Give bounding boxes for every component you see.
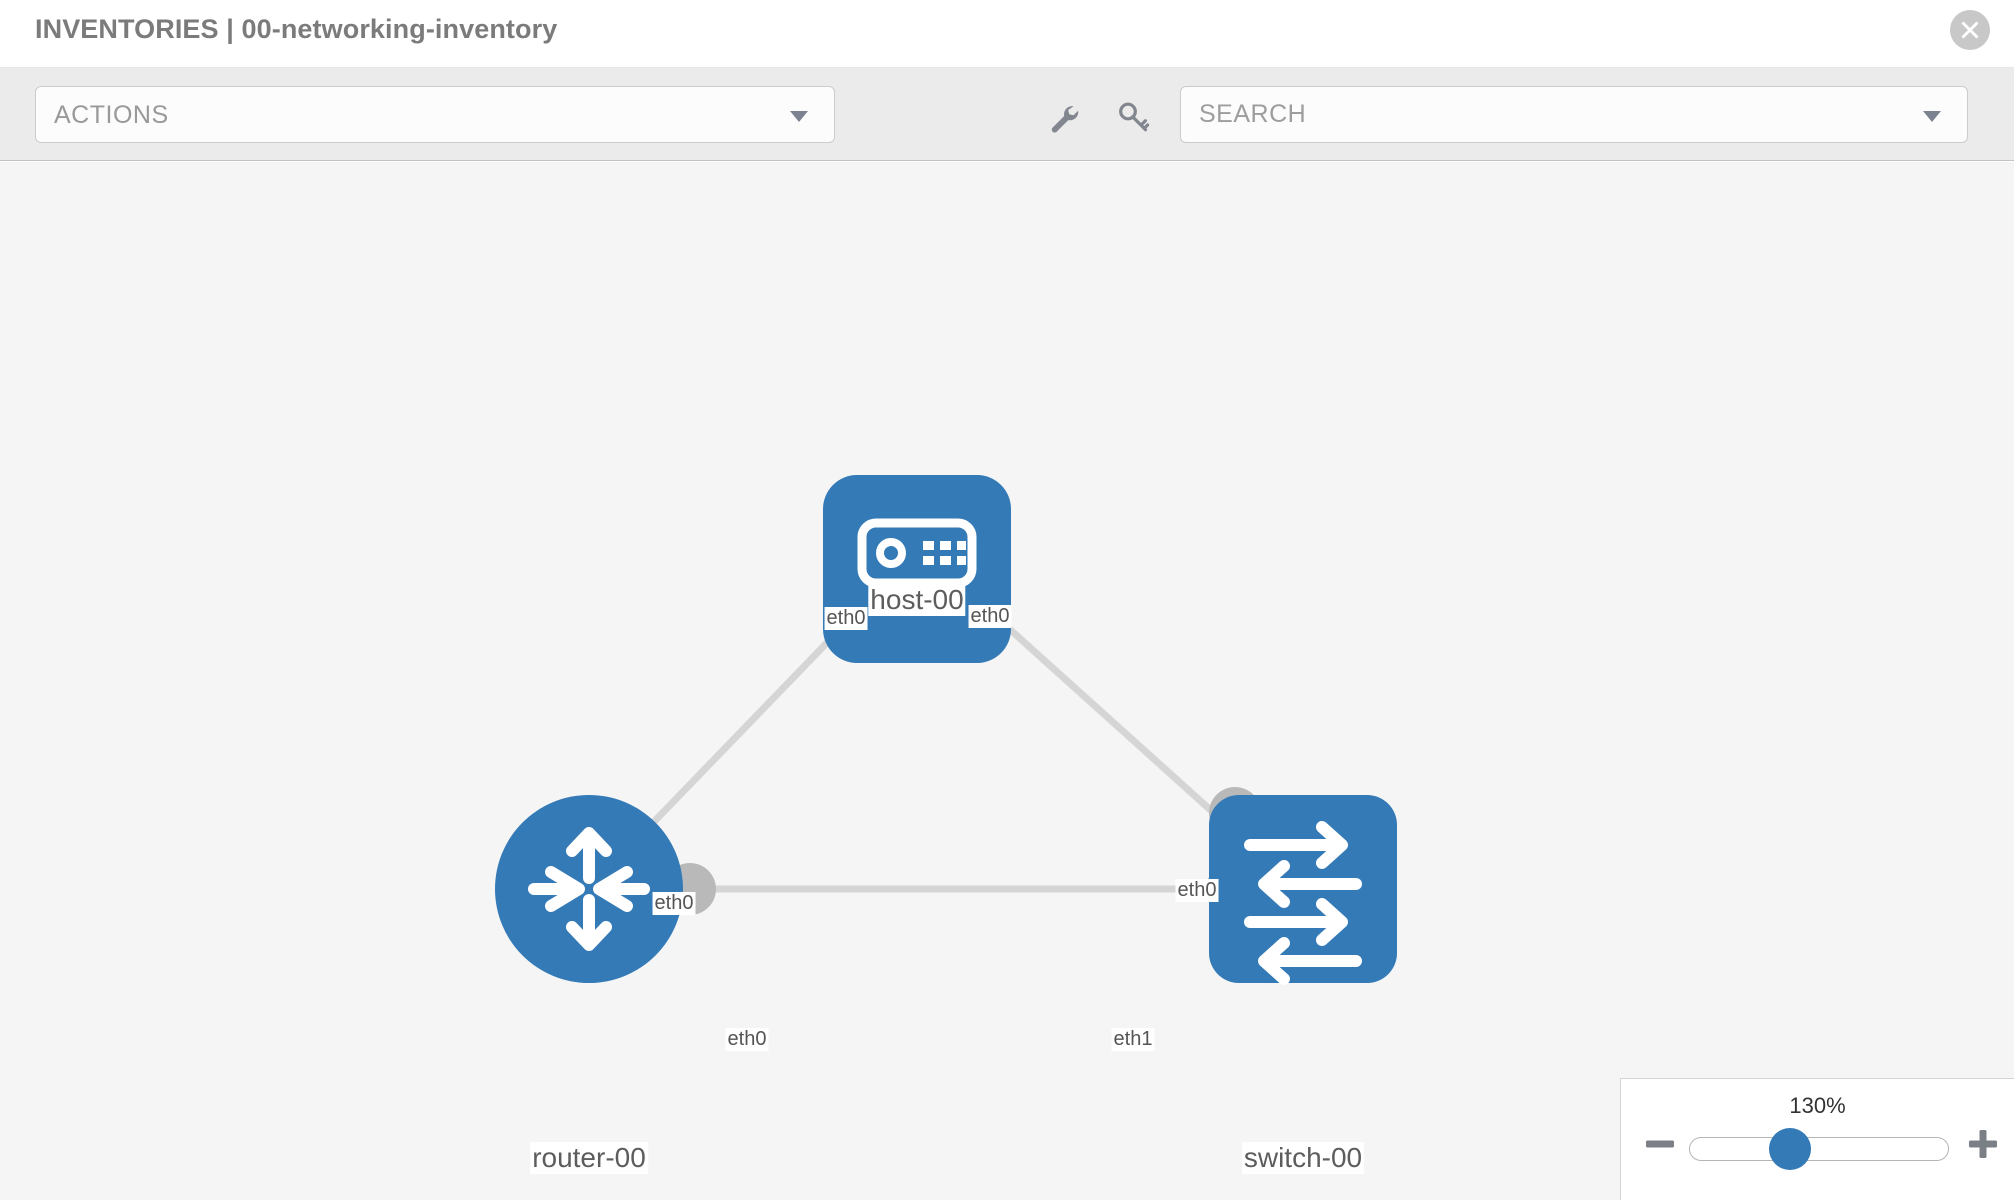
node-router-00[interactable] (495, 795, 683, 983)
topology-canvas[interactable]: host-00 router-00 switch-00 eth0 eth0 et… (0, 162, 2014, 1200)
toolbar: ACTIONS (0, 68, 2014, 161)
zoom-slider-thumb[interactable] (1769, 1128, 1811, 1170)
zoom-control-panel: 130% (1620, 1078, 2014, 1200)
iface-label: eth0 (1175, 879, 1219, 902)
node-label-router-00: router-00 (530, 1142, 648, 1174)
close-icon[interactable] (1950, 10, 1990, 50)
chevron-down-icon[interactable] (1923, 111, 1941, 122)
chevron-down-icon (790, 111, 808, 122)
minus-icon[interactable] (1643, 1127, 1677, 1161)
node-label-switch-00: switch-00 (1241, 1142, 1365, 1174)
iface-label: eth0 (968, 605, 1012, 628)
iface-label: eth0 (824, 607, 868, 630)
iface-label: eth0 (725, 1028, 769, 1051)
node-switch-00[interactable] (1209, 795, 1397, 985)
iface-label: eth0 (652, 892, 696, 915)
wrench-icon[interactable] (1046, 100, 1082, 136)
zoom-slider-track[interactable] (1689, 1137, 1949, 1161)
node-label-host-00: host-00 (868, 584, 966, 616)
zoom-level-value: 130% (1789, 1093, 1846, 1118)
key-icon[interactable] (1115, 100, 1151, 136)
page-header: INVENTORIES | 00-networking-inventory (0, 0, 2014, 68)
search-input[interactable] (1181, 87, 1967, 142)
actions-dropdown[interactable]: ACTIONS (35, 86, 835, 143)
plus-icon[interactable] (1966, 1127, 2000, 1161)
search-field[interactable] (1180, 86, 1968, 143)
iface-label: eth1 (1111, 1028, 1155, 1051)
topology-graph (495, 475, 1397, 985)
actions-dropdown-label: ACTIONS (54, 101, 169, 129)
node-host-00[interactable] (823, 475, 1011, 663)
page-title: INVENTORIES | 00-networking-inventory (35, 14, 558, 44)
